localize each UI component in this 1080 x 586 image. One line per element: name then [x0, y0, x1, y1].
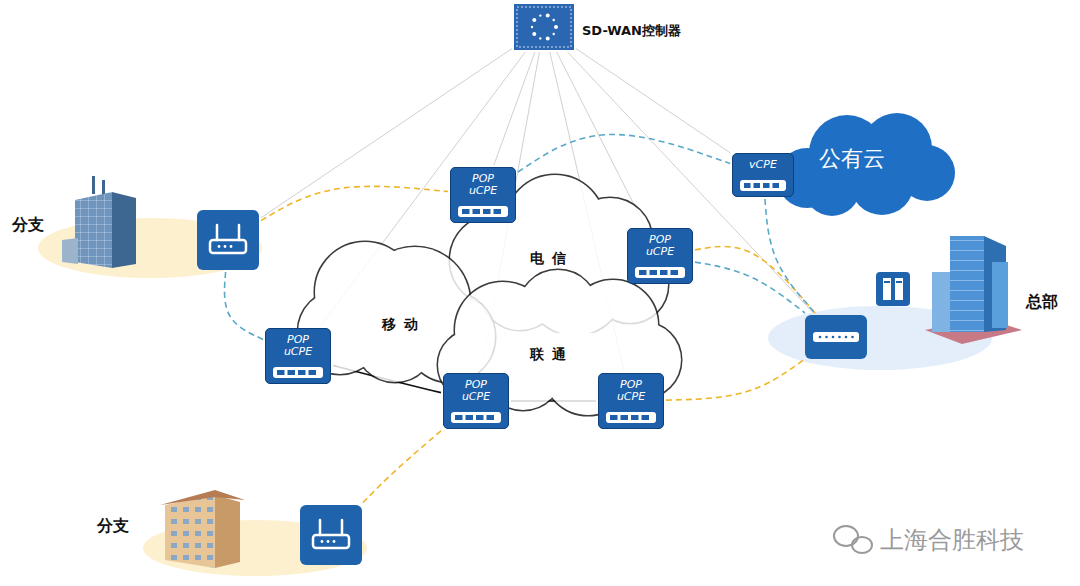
headquarters-site: 总部: [800, 228, 1074, 368]
port-strip: [451, 205, 515, 219]
wechat-icon: [834, 526, 872, 553]
node-label: POP uCPE: [461, 168, 505, 197]
overlay-link: [363, 431, 441, 503]
node-label: 联通: [522, 346, 574, 364]
overlay-link: [224, 272, 263, 339]
server-icon: [876, 272, 910, 306]
port-strip: [599, 411, 663, 425]
pop-ucpe-box: POP uCPE: [443, 373, 509, 429]
pop-ucpe-box: POP uCPE: [265, 328, 331, 384]
node-label: 分支: [97, 516, 129, 537]
node-label: SD-WAN控制器: [582, 22, 681, 40]
node-label: 总部: [1026, 292, 1058, 313]
overlay-link: [695, 262, 805, 313]
branch-building: [143, 490, 367, 576]
overlay-link: [695, 246, 815, 313]
node-label: 公有云: [819, 144, 885, 174]
control-link: [576, 49, 730, 153]
pop-ucpe-box: POP uCPE: [598, 373, 664, 429]
node-label: POP uCPE: [454, 374, 498, 403]
branch-building: [38, 176, 262, 278]
branch-site: 分支: [8, 205, 264, 275]
node-label: 分支: [12, 215, 44, 236]
port-strip: [628, 266, 692, 280]
node-label: POP uCPE: [276, 329, 320, 358]
pop-ucpe-box: POP uCPE: [450, 167, 516, 223]
control-link: [261, 49, 512, 218]
port-strip: [444, 411, 508, 425]
node-label: 电信: [522, 250, 574, 268]
node-label: POP uCPE: [609, 374, 653, 403]
vcpe-box: vCPE: [732, 153, 794, 197]
port-strip: [266, 366, 330, 380]
controller-icon: [514, 4, 574, 50]
branch-site: 分支: [90, 500, 365, 570]
controller-node: SD-WAN控制器: [514, 4, 689, 52]
router-icon: [197, 210, 259, 270]
node-label: vCPE: [733, 154, 793, 171]
router-icon: [805, 315, 867, 359]
overlay-link: [666, 360, 803, 400]
router-icon: [300, 505, 362, 565]
node-label: POP uCPE: [638, 229, 682, 258]
node-label: 移动: [374, 316, 426, 334]
overlay-link: [765, 199, 815, 313]
control-link: [494, 52, 535, 165]
pop-ucpe-box: POP uCPE: [627, 228, 693, 284]
overlay-link: [261, 186, 448, 220]
watermark: 上海合胜科技: [880, 524, 1024, 556]
overlay-link: [518, 134, 730, 171]
port-strip: [733, 179, 793, 193]
